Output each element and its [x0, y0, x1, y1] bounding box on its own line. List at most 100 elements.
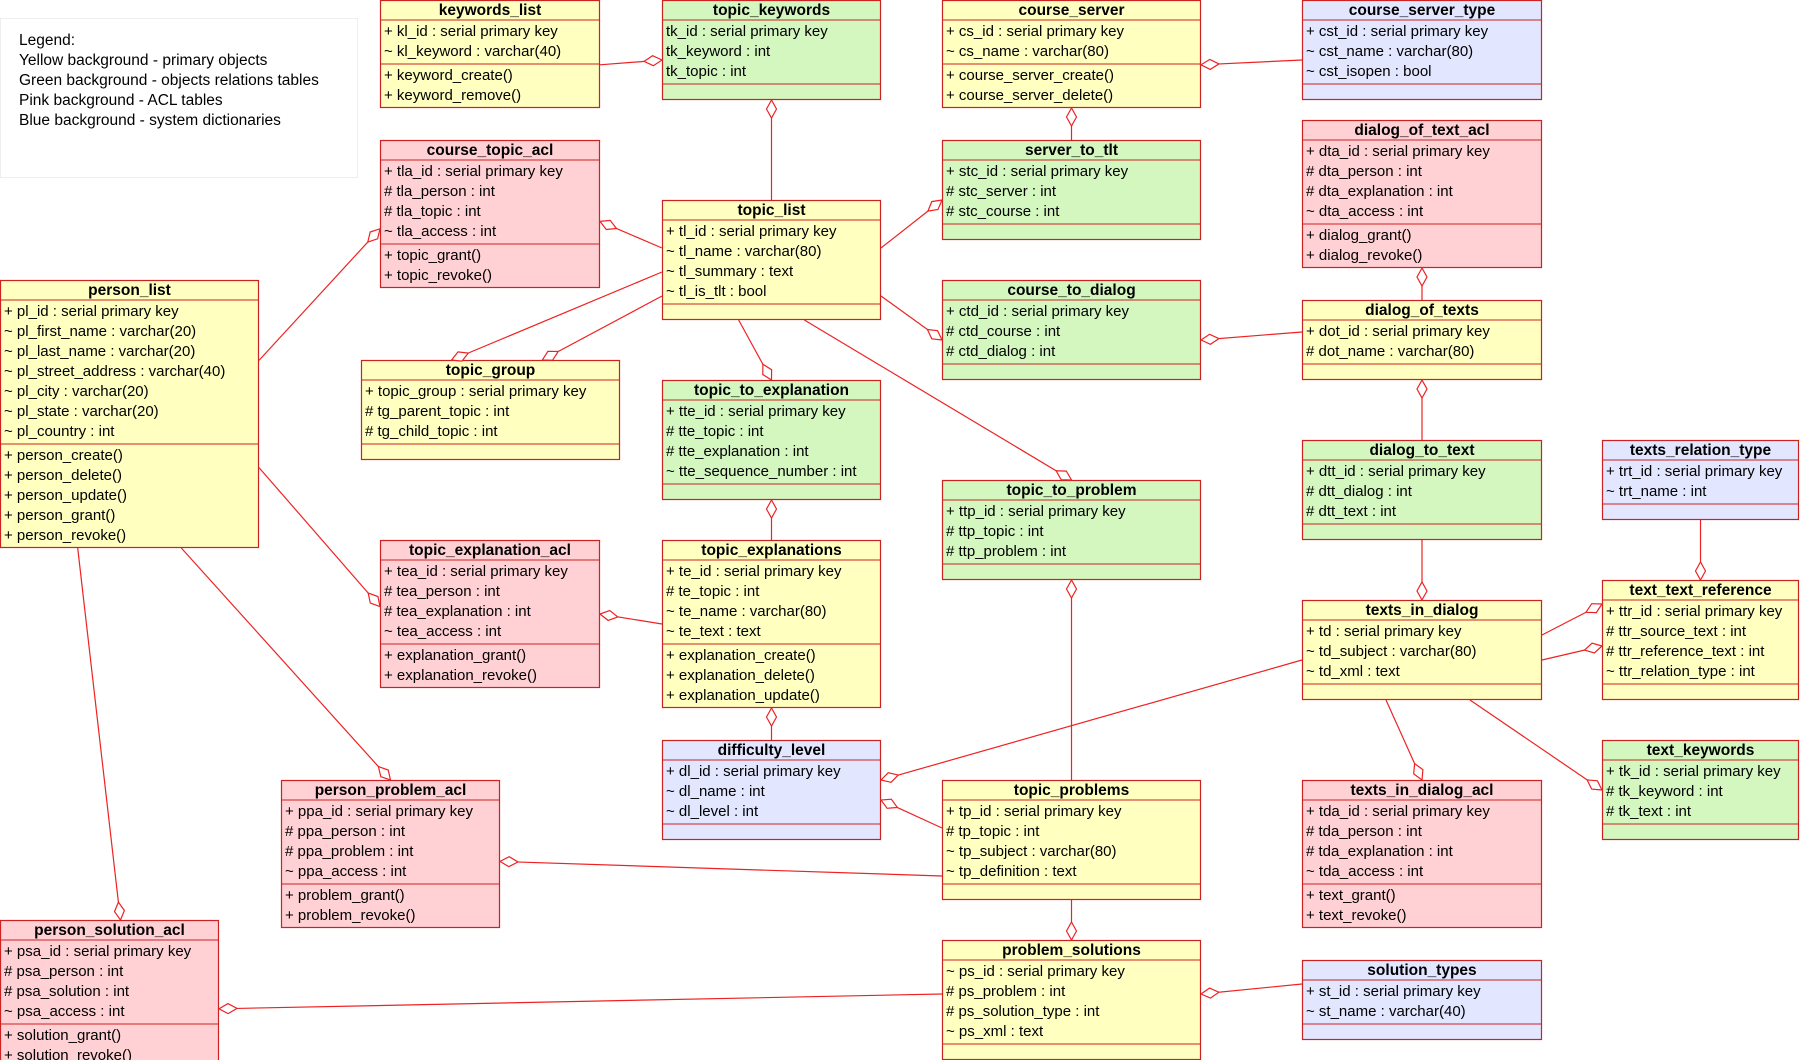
table-attribute: # tp_topic : int	[946, 823, 1040, 840]
table-operation: + course_server_delete()	[946, 87, 1113, 104]
table-texts-relation-type: texts_relation_type+ trt_id : serial pri…	[1601, 439, 1800, 521]
table-attribute: ~ ttr_relation_type : int	[1606, 663, 1756, 680]
table-operation: + dialog_grant()	[1306, 227, 1411, 244]
table-attribute: + psa_id : serial primary key	[4, 943, 192, 960]
table-operation: + problem_grant()	[285, 887, 405, 904]
table-course-server-type: course_server_type+ cst_id : serial prim…	[1301, 0, 1543, 101]
table-operation: + explanation_grant()	[384, 647, 526, 664]
aggregation-diamond	[1199, 58, 1221, 71]
legend-item-dictionary: Blue background - system dictionaries	[19, 112, 281, 129]
table-attribute: ~ tl_summary : text	[666, 263, 794, 280]
table-title: topic_keywords	[713, 2, 830, 19]
table-operation: + person_revoke()	[4, 527, 126, 544]
table-attribute: + te_id : serial primary key	[666, 563, 842, 580]
table-title: person_solution_acl	[34, 922, 185, 939]
table-attribute: ~ ps_id : serial primary key	[946, 963, 1125, 980]
table-operation: + topic_grant()	[384, 247, 481, 264]
table-attribute: # ttp_problem : int	[946, 543, 1067, 560]
table-operation: + person_create()	[4, 447, 123, 464]
table-title: dialog_of_texts	[1365, 302, 1479, 319]
aggregation-diamond	[1413, 762, 1424, 782]
table-attribute: tk_topic : int	[666, 63, 747, 80]
table-operation: + explanation_update()	[666, 687, 820, 704]
table-box	[0, 919, 220, 1060]
table-topic-to-explanation: topic_to_explanation+ tte_id : serial pr…	[661, 379, 882, 501]
aggregation-diamond	[377, 765, 392, 781]
table-texts-in-dialog-acl: texts_in_dialog_acl + tda_id : serial pri…	[1301, 779, 1543, 929]
table-box	[1301, 119, 1543, 269]
aggregation-diamond	[1055, 470, 1073, 481]
table-attribute: ~ pl_state : varchar(20)	[4, 403, 159, 420]
table-attribute: # tg_parent_topic : int	[365, 403, 510, 420]
aggregation-diamond	[450, 351, 470, 362]
table-attribute: + trt_id : serial primary key	[1606, 463, 1783, 480]
table-attribute: ~ dl_name : int	[666, 783, 766, 800]
table-attribute: # ttr_reference_text : int	[1606, 643, 1765, 660]
aggregation-diamond	[217, 1002, 239, 1015]
table-attribute: + cst_id : serial primary key	[1306, 23, 1489, 40]
legend-item-relation: Green background - objects relations tab…	[19, 72, 319, 89]
table-attribute: # ctd_course : int	[946, 323, 1061, 340]
table-text-keywords: text_keywords+ tk_id : serial primary ke…	[1601, 739, 1800, 841]
table-operation: + person_grant()	[4, 507, 115, 524]
table-attribute: # psa_person : int	[4, 963, 124, 980]
table-difficulty-level: difficulty_level+ dl_id : serial primary…	[661, 739, 882, 841]
table-attribute: # tg_child_topic : int	[365, 423, 498, 440]
table-operation: + explanation_delete()	[666, 667, 815, 684]
table-attribute: + tte_id : serial primary key	[666, 403, 846, 420]
table-operation: + problem_revoke()	[285, 907, 415, 924]
table-attribute: # dta_person : int	[1306, 163, 1423, 180]
table-box	[360, 359, 621, 461]
table-title: solution_types	[1367, 962, 1476, 979]
table-person-problem-acl: person_problem_acl+ ppa_id : serial prim…	[280, 779, 501, 929]
table-operation: + keyword_create()	[384, 67, 513, 84]
table-attribute: + tda_id : serial primary key	[1306, 803, 1490, 820]
table-attribute: + topic_group : serial primary key	[365, 383, 587, 400]
aggregation-diamond	[1416, 378, 1428, 400]
table-attribute: ~ trt_name : int	[1606, 483, 1707, 500]
table-title: topic_explanation_acl	[409, 542, 571, 559]
table-topic-to-problem: topic_to_problem+ ttp_id : serial primar…	[941, 479, 1202, 581]
table-attribute: ~ cs_name : varchar(80)	[946, 43, 1109, 60]
table-attribute: + st_id : serial primary key	[1306, 983, 1481, 1000]
table-operation: + text_revoke()	[1306, 907, 1406, 924]
table-attribute: # ps_problem : int	[946, 983, 1066, 1000]
table-attribute: ~ te_name : varchar(80)	[666, 603, 827, 620]
table-attribute: ~ ppa_access : int	[285, 863, 407, 880]
table-attribute: # dot_name : varchar(80)	[1306, 343, 1474, 360]
table-attribute: ~ kl_keyword : varchar(40)	[384, 43, 561, 60]
table-title: texts_in_dialog_acl	[1350, 782, 1493, 799]
table-attribute: # dta_explanation : int	[1306, 183, 1454, 200]
table-attribute: ~ st_name : varchar(40)	[1306, 1003, 1466, 1020]
aggregation-diamond	[367, 592, 381, 608]
table-attribute: # ppa_problem : int	[285, 843, 414, 860]
table-title: keywords_list	[439, 2, 542, 19]
table-title: text_keywords	[1647, 742, 1755, 759]
table-attribute: ~ tda_access : int	[1306, 863, 1424, 880]
table-attribute: # stc_course : int	[946, 203, 1060, 220]
table-attribute: # dtt_text : int	[1306, 503, 1397, 520]
table-attribute: ~ td_subject : varchar(80)	[1306, 643, 1477, 660]
table-attribute: ~ te_text : text	[666, 623, 761, 640]
table-box	[379, 539, 601, 689]
table-operation: + course_server_create()	[946, 67, 1114, 84]
table-attribute: # tda_explanation : int	[1306, 843, 1454, 860]
table-box	[1301, 599, 1543, 701]
table-attribute: ~ dl_level : int	[666, 803, 759, 820]
aggregation-diamond	[926, 328, 944, 341]
table-title: text_text_reference	[1629, 582, 1772, 599]
table-attribute: + ppa_id : serial primary key	[285, 803, 473, 820]
table-box	[1301, 299, 1543, 381]
aggregation-diamond	[1586, 779, 1604, 791]
table-operation: + dialog_revoke()	[1306, 247, 1422, 264]
table-attribute: ~ tp_subject : varchar(80)	[946, 843, 1117, 860]
aggregation-diamond	[498, 856, 520, 868]
table-topic-explanations: topic_explanations+ te_id : serial prima…	[661, 539, 882, 709]
connector-topic_list-topic_to_problem	[804, 319, 1072, 481]
table-topic-explanation-acl: topic_explanation_acl+ tea_id : serial p…	[379, 539, 601, 689]
table-box	[1301, 959, 1543, 1041]
table-attribute: ~ ps_xml : text	[946, 1023, 1044, 1040]
table-topic-list: topic_list+ tl_id : serial primary key~ …	[661, 199, 882, 321]
table-attribute: + ttr_id : serial primary key	[1606, 603, 1783, 620]
